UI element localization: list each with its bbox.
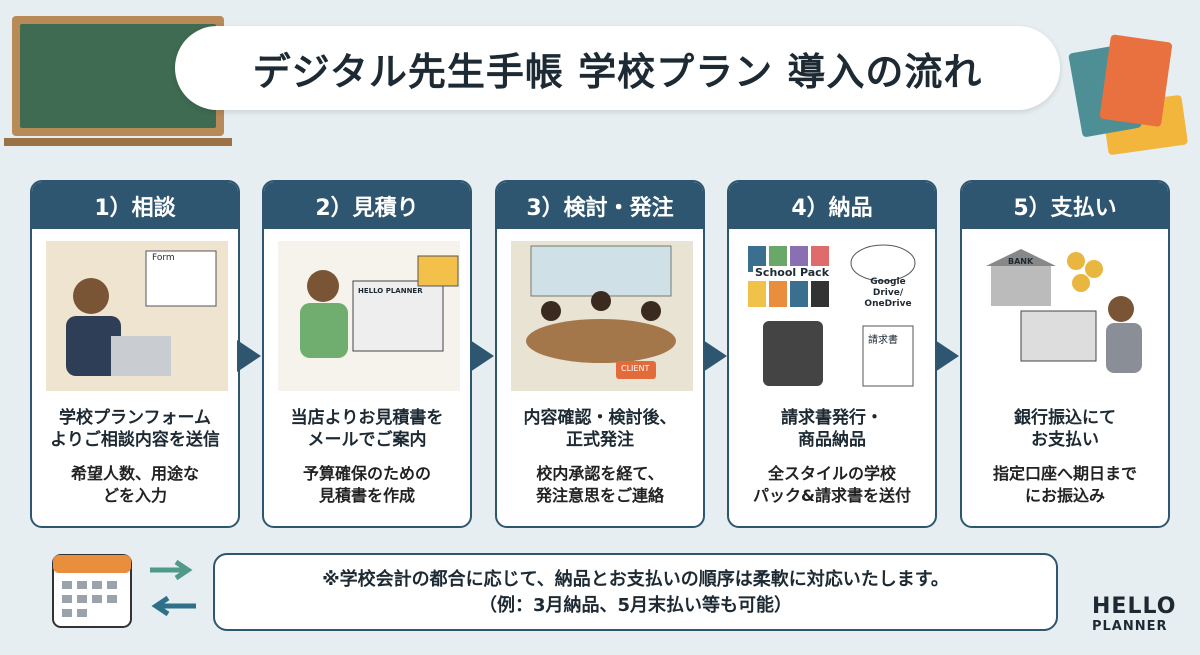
- note-line-1: ※学校会計の都合に応じて、納品とお支払いの順序は柔軟に対応いたします。: [322, 569, 949, 590]
- payment-illustration: BANK: [976, 241, 1154, 391]
- arrow-right-icon: [703, 340, 727, 372]
- step-sub-text: 希望人数、用途な どを入力: [70, 464, 199, 505]
- step-header: 5）支払い: [962, 182, 1168, 229]
- arrow-right-icon: [935, 340, 959, 372]
- step-sub-text: 全スタイルの学校 パック&請求書を送付: [753, 464, 911, 505]
- step-main-text: 請求書発行・ 商品納品: [781, 408, 883, 450]
- calendar-icon: [52, 554, 132, 628]
- form-label: Form: [152, 253, 175, 263]
- page-title: デジタル先生手帳 学校プラン 導入の流れ: [175, 26, 1060, 110]
- consult-illustration: Form: [46, 241, 228, 391]
- step-card-delivery: 4）納品 School Pack Google Drive/ OneDrive …: [727, 180, 937, 528]
- arrow-right-icon: [470, 340, 494, 372]
- logo-line-2: PLANNER: [1092, 619, 1168, 634]
- step-main-text: 学校プランフォーム よりご相談内容を送信: [50, 408, 220, 450]
- client-label: CLIENT: [621, 364, 650, 373]
- hello-planner-screen-label: HELLO PLANNER: [358, 287, 423, 295]
- cloud-storage-label: Google Drive/ OneDrive: [864, 277, 912, 309]
- estimate-illustration: HELLO PLANNER: [278, 241, 460, 391]
- school-pack-label: School Pack: [753, 266, 832, 279]
- hello-planner-logo: HELLO PLANNER: [1092, 594, 1176, 634]
- invoice-label: 請求書: [868, 335, 898, 346]
- step-sub-text: 指定口座へ期日まで にお振込み: [992, 464, 1137, 505]
- step-header: 1）相談: [32, 182, 238, 229]
- arrow-right-icon: [237, 340, 261, 372]
- step-card-order: 3）検討・発注 CLIENT 内容確認・検討後、 正式発注 校内承認を経て、 発…: [495, 180, 705, 528]
- step-main-text: 銀行振込にて お支払い: [1014, 408, 1116, 450]
- meeting-illustration: CLIENT: [511, 241, 693, 391]
- step-header: 2）見積り: [264, 182, 470, 229]
- swap-arrows-icon: [150, 559, 196, 617]
- step-card-estimate: 2）見積り HELLO PLANNER 当店よりお見積書を メールでご案内 予算…: [262, 180, 472, 528]
- bank-label: BANK: [1008, 257, 1034, 266]
- step-main-text: 内容確認・検討後、 正式発注: [523, 408, 677, 450]
- step-header: 4）納品: [729, 182, 935, 229]
- step-sub-text: 予算確保のための 見積書を作成: [302, 464, 431, 505]
- delivery-illustration: School Pack Google Drive/ OneDrive 請求書: [743, 241, 921, 391]
- step-card-consult: 1）相談 Form 学校プランフォーム よりご相談内容を送信 希望人数、用途な …: [30, 180, 240, 528]
- books-icon: [1068, 34, 1188, 155]
- step-main-text: 当店よりお見積書を メールでご案内: [290, 408, 444, 450]
- step-header: 3）検討・発注: [497, 182, 703, 229]
- flexibility-note: ※学校会計の都合に応じて、納品とお支払いの順序は柔軟に対応いたします。 （例：3…: [213, 553, 1058, 631]
- note-line-2: （例：3月納品、5月末払い等も可能）: [478, 595, 793, 616]
- step-sub-text: 校内承認を経て、 発注意思をご連絡: [535, 464, 664, 505]
- step-card-payment: 5）支払い BANK 銀行振込にて お支払い 指定口座へ期日まで にお振込み: [960, 180, 1170, 528]
- logo-line-1: HELLO: [1092, 594, 1177, 619]
